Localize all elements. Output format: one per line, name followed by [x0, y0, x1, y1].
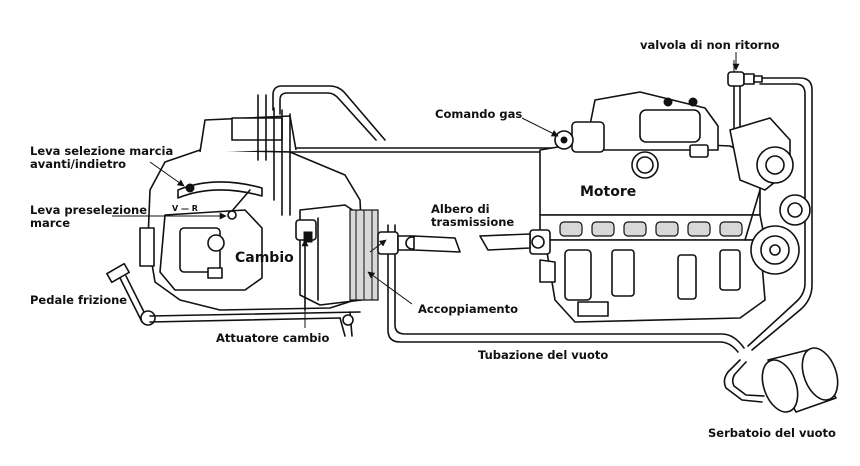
label-check-valve: valvola di non ritorno: [640, 38, 780, 52]
label-driveshaft-line1: Albero di: [431, 202, 490, 216]
gearbox: [139, 94, 379, 311]
label-direction-lever-line1: Leva selezione marcia: [30, 144, 173, 158]
coupling: [377, 231, 461, 255]
vacuum-tank: [761, 347, 839, 413]
exhaust-manifold: [559, 221, 743, 237]
label-preselector-lever-line2: marce: [30, 216, 70, 230]
label-engine: Motore: [580, 184, 636, 200]
label-direction-lever-line2: avanti/indietro: [30, 157, 126, 171]
engine: [479, 91, 811, 323]
label-coupling: Accoppiamento: [418, 302, 518, 316]
label-driveshaft-line2: trasmissione: [431, 215, 514, 229]
clutch-pedal: [106, 262, 361, 337]
label-forward-reverse: V — R: [172, 204, 198, 213]
label-clutch-pedal: Pedale frizione: [30, 293, 127, 307]
pulleys: [729, 117, 811, 275]
label-gearbox: Cambio: [235, 250, 294, 266]
label-throttle-control: Comando gas: [435, 107, 522, 121]
leader-lines: [112, 52, 740, 328]
check-valve: [727, 60, 763, 151]
label-vacuum-pipe: Tubazione del vuoto: [478, 348, 608, 362]
label-vacuum-tank: Serbatoio del vuoto: [708, 426, 836, 440]
vacuum-pipe: [272, 77, 813, 403]
label-preselector-lever-line1: Leva preselezione: [30, 203, 147, 217]
label-gear-actuator: Attuatore cambio: [216, 331, 329, 345]
